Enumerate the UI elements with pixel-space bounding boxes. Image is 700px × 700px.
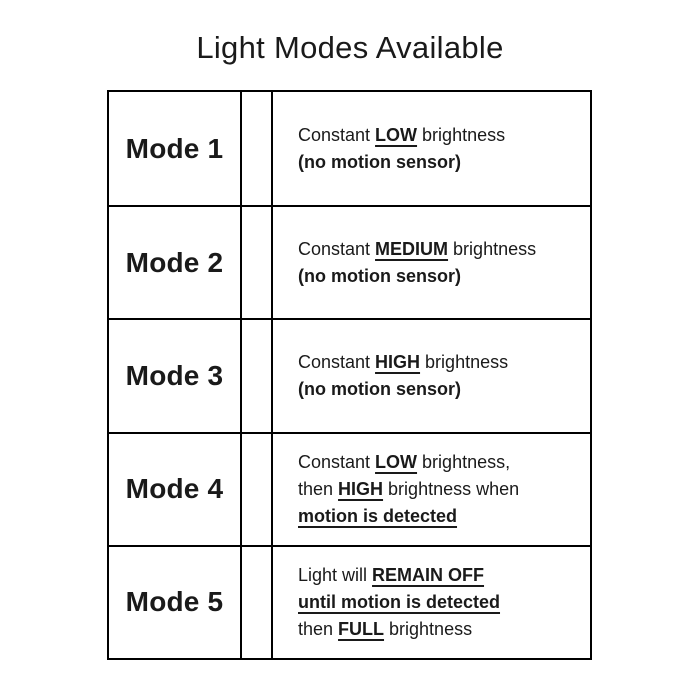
description-line: (no motion sensor) [298, 263, 582, 290]
text-segment: FULL [338, 618, 385, 639]
mode-description: Constant LOW brightness,then HIGH bright… [273, 434, 590, 545]
mode-label: Mode 3 [109, 320, 242, 432]
description-line: then HIGH brightness when [298, 476, 582, 503]
description-line: (no motion sensor) [298, 149, 582, 176]
text-segment: then [298, 478, 339, 499]
mode-label: Mode 5 [109, 546, 242, 658]
text-segment: Constant [298, 238, 376, 259]
text-segment: HIGH [375, 351, 421, 372]
mode-description: Constant MEDIUM brightness(no motion sen… [273, 207, 590, 318]
text-segment: (no motion sensor) [298, 378, 461, 399]
text-segment: brightness [417, 124, 506, 145]
text-segment: (no motion sensor) [298, 151, 461, 172]
description-line: motion is detected [298, 503, 582, 530]
text-segment: LOW [375, 124, 418, 145]
mode-description: Constant LOW brightness(no motion sensor… [273, 92, 590, 205]
text-segment: brightness, [417, 451, 511, 472]
spacer-cell [242, 92, 273, 206]
description-line: (no motion sensor) [298, 376, 582, 403]
text-segment: MEDIUM [375, 238, 449, 259]
text-segment: brightness [384, 618, 473, 639]
mode-label: Mode 2 [109, 207, 242, 319]
text-segment: motion is detected [298, 505, 458, 526]
page-title: Light Modes Available [196, 30, 504, 65]
text-segment: HIGH [338, 478, 384, 499]
spacer-cell [242, 546, 273, 658]
mode-label: Mode 1 [109, 92, 242, 206]
mode-label: Mode 4 [109, 433, 242, 545]
spacer-cell [242, 207, 273, 319]
text-segment: REMAIN OFF [372, 564, 485, 585]
description-line: Constant LOW brightness [298, 122, 582, 149]
mode-description: Constant HIGH brightness(no motion senso… [273, 320, 590, 431]
description-line: then FULL brightness [298, 616, 582, 643]
text-segment: until motion is detected [298, 591, 501, 612]
description-line: Light will REMAIN OFF [298, 562, 582, 589]
description-line: Constant HIGH brightness [298, 349, 582, 376]
text-segment: Constant [298, 351, 376, 372]
text-segment: LOW [375, 451, 418, 472]
spacer-cell [242, 433, 273, 545]
text-segment: brightness [448, 238, 537, 259]
description-line: Constant MEDIUM brightness [298, 236, 582, 263]
text-segment: then [298, 618, 339, 639]
text-segment: (no motion sensor) [298, 265, 461, 286]
text-segment: Light will [298, 564, 373, 585]
text-segment: Constant [298, 124, 376, 145]
spacer-cell [242, 320, 273, 432]
text-segment: brightness [420, 351, 509, 372]
description-line: until motion is detected [298, 589, 582, 616]
description-line: Constant LOW brightness, [298, 449, 582, 476]
text-segment: brightness when [383, 478, 520, 499]
text-segment: Constant [298, 451, 376, 472]
